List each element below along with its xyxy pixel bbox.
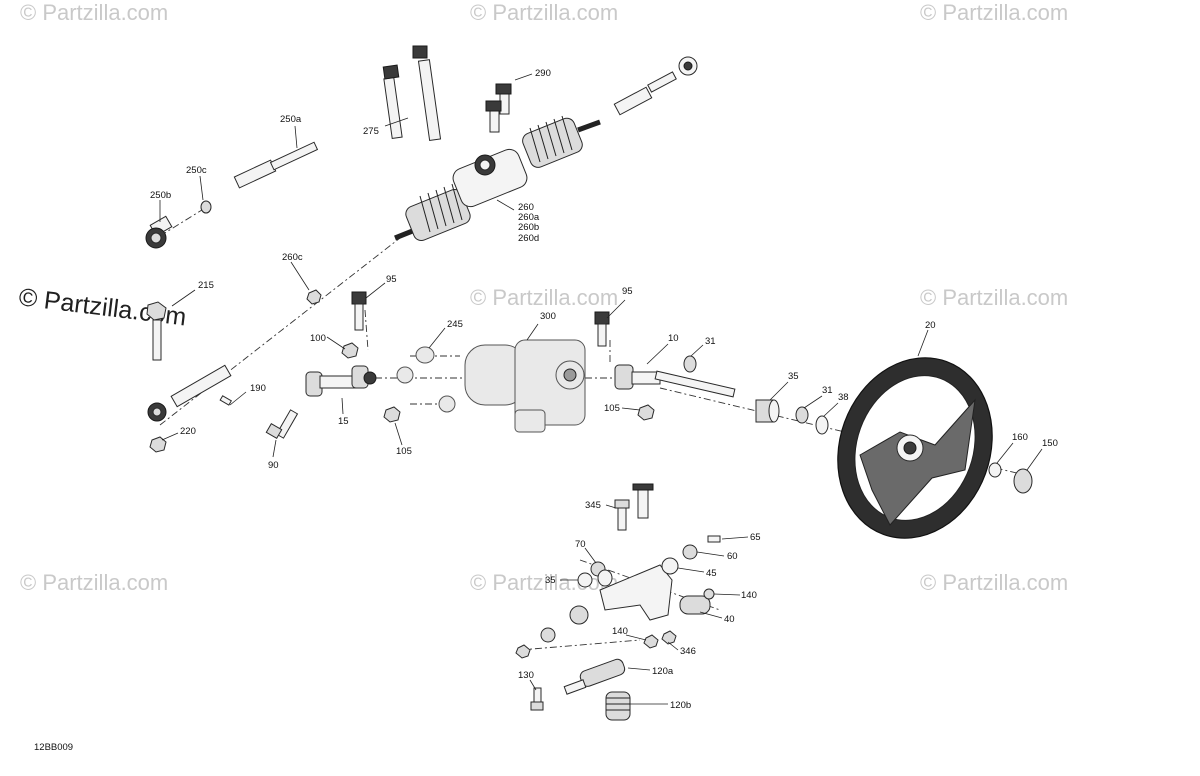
label-250b: 250b [150, 190, 171, 201]
power-steering-unit-300[interactable] [464, 339, 586, 433]
label-40: 40 [724, 614, 735, 625]
bolt-130[interactable] [530, 687, 544, 711]
watermark-text: © Partzilla.com [470, 285, 618, 310]
label-345: 345 [585, 500, 601, 511]
intermediate-shaft-15[interactable] [305, 365, 377, 397]
bushing-245-b[interactable] [396, 366, 414, 384]
watermark-layer: © Partzilla.com © Partzilla.com © Partzi… [20, 0, 1068, 595]
label-95-right: 95 [622, 286, 633, 297]
label-15: 15 [338, 416, 349, 427]
label-10: 10 [668, 333, 679, 344]
label-70: 70 [575, 539, 586, 550]
label-220: 220 [180, 426, 196, 437]
label-120a: 120a [652, 666, 674, 677]
diagram-code: 12BB009 [34, 742, 73, 753]
label-31-lower: 31 [822, 385, 833, 396]
ring-38[interactable] [815, 415, 829, 435]
cap-150[interactable] [1013, 468, 1033, 494]
label-215: 215 [198, 280, 214, 291]
nut-220[interactable] [149, 436, 167, 453]
nut-160[interactable] [988, 462, 1002, 478]
label-35-lower: 35 [545, 575, 556, 586]
watermark-text: © Partzilla.com [920, 0, 1068, 25]
nut-140-lower[interactable] [515, 644, 531, 659]
label-260c: 260c [282, 252, 303, 263]
nut-105-right[interactable] [637, 404, 655, 421]
gas-spring-120[interactable] [563, 658, 631, 721]
ring-31-top[interactable] [683, 355, 697, 373]
label-105-left: 105 [396, 446, 412, 457]
label-190: 190 [250, 383, 266, 394]
label-260a: 260a [518, 212, 540, 223]
label-300: 300 [540, 311, 556, 322]
label-20: 20 [925, 320, 936, 331]
label-60: 60 [727, 551, 738, 562]
jam-nut-250c[interactable] [200, 200, 212, 214]
label-160: 160 [1012, 432, 1028, 443]
bolt-95-left[interactable] [351, 291, 367, 331]
label-35-upper: 35 [788, 371, 799, 382]
label-130: 130 [518, 670, 534, 681]
watermark-text: © Partzilla.com [20, 0, 168, 25]
label-100: 100 [310, 333, 326, 344]
label-260: 260 [518, 202, 534, 213]
label-250c: 250c [186, 165, 207, 176]
label-150: 150 [1042, 438, 1058, 449]
tie-rod-lower[interactable] [147, 364, 233, 422]
bolt-290[interactable] [485, 83, 512, 133]
tie-rod-right[interactable] [613, 56, 698, 116]
label-290: 290 [535, 68, 551, 79]
label-90: 90 [268, 460, 279, 471]
bushings-left[interactable] [540, 561, 613, 643]
steering-shaft-10[interactable] [614, 364, 736, 398]
tilt-bracket-assembly[interactable] [599, 483, 711, 621]
label-38: 38 [838, 392, 849, 403]
bushing-35[interactable] [755, 399, 780, 423]
label-65: 65 [750, 532, 761, 543]
leader-lines [159, 73, 1043, 705]
tie-rod-end-250b[interactable] [145, 215, 173, 249]
label-45: 45 [706, 568, 717, 579]
label-346: 346 [680, 646, 696, 657]
bushing-245-a[interactable] [415, 346, 435, 364]
watermark-text: © Partzilla.com [470, 0, 618, 25]
bolt-90[interactable] [265, 409, 299, 440]
label-95-left: 95 [386, 274, 397, 285]
bolt-215[interactable] [146, 301, 167, 361]
ring-31-lower[interactable] [795, 406, 809, 424]
nuts-346-140[interactable] [643, 630, 677, 649]
steering-wheel-20[interactable] [813, 336, 1017, 560]
nut-105-left[interactable] [383, 406, 401, 423]
steering-rack[interactable] [394, 115, 601, 243]
watermark-text: © Partzilla.com [920, 285, 1068, 310]
bolt-95-right[interactable] [594, 311, 610, 347]
label-140-lower: 140 [612, 626, 628, 637]
tie-rod-left[interactable] [233, 141, 319, 189]
watermark-text: © Partzilla.com [20, 570, 168, 595]
nut-100[interactable] [341, 342, 359, 359]
label-260d: 260d [518, 233, 539, 244]
bushings-right[interactable] [661, 535, 721, 600]
label-31-top: 31 [705, 336, 716, 347]
label-260b: 260b [518, 222, 539, 233]
label-245: 245 [447, 319, 463, 330]
bushing-245-c[interactable] [438, 395, 456, 413]
label-250a: 250a [280, 114, 302, 125]
label-275: 275 [363, 126, 379, 137]
nut-260c[interactable] [306, 289, 322, 305]
part-labels: 290 275 250a 250c 250b 260 260a 260b 260… [150, 68, 1058, 711]
label-140-right: 140 [741, 590, 757, 601]
bolt-275[interactable] [382, 45, 442, 142]
label-120b: 120b [670, 700, 691, 711]
label-105-right: 105 [604, 403, 620, 414]
watermark-text: © Partzilla.com [920, 570, 1068, 595]
